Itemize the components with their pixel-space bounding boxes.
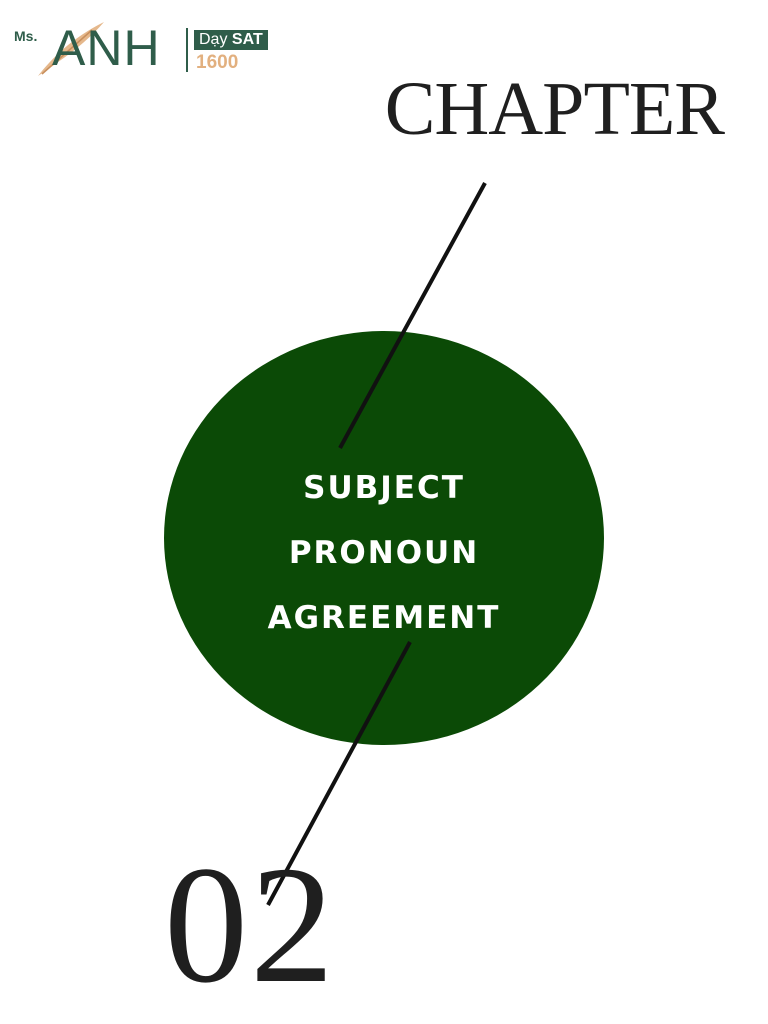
logo-badge: Dạy SAT	[194, 30, 268, 50]
diagonal-line-lower	[266, 641, 412, 906]
brand-logo: Ms. ANH Dạy SAT 1600	[14, 16, 284, 78]
logo-badge-bold: SAT	[231, 31, 263, 48]
logo-number: 1600	[196, 52, 239, 73]
logo-divider	[186, 28, 188, 72]
title-circle	[164, 331, 604, 745]
chapter-number: 02	[164, 832, 336, 1018]
diagonal-line-upper	[338, 182, 487, 449]
logo-name: ANH	[52, 20, 161, 76]
chapter-title-line: AGREEMENT	[267, 600, 501, 636]
chapter-heading: CHAPTER	[384, 67, 725, 151]
logo-badge-light: Dạy	[199, 31, 232, 48]
chapter-title-line: SUBJECT	[303, 470, 465, 506]
quill-icon	[38, 22, 104, 76]
chapter-title-line: PRONOUN	[288, 535, 480, 571]
logo-prefix: Ms.	[14, 28, 38, 44]
chapter-title: SUBJECT PRONOUN AGREEMENT	[164, 456, 604, 651]
